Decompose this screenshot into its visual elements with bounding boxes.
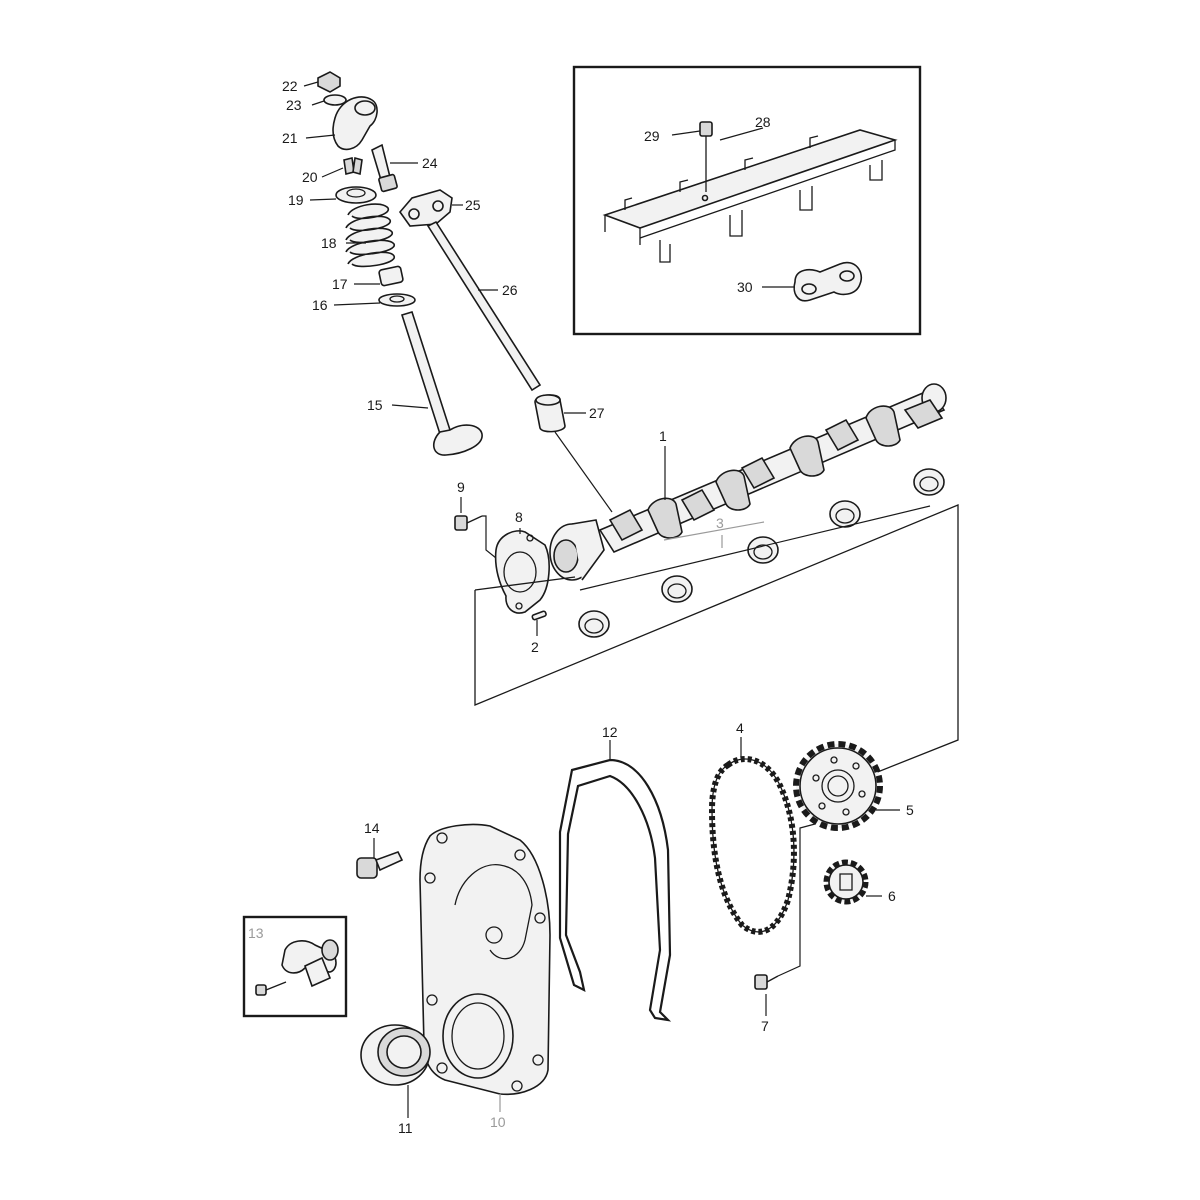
part-30-plate [762,261,862,302]
part-5-camshaft-sprocket [793,741,900,831]
bearing [829,500,861,528]
bearing [578,610,610,638]
callout-8: 8 [515,509,523,525]
part-18-valve-spring [345,203,395,268]
bearing [913,468,945,496]
callout-7: 7 [761,1018,769,1034]
callout-28: 28 [755,114,771,130]
part-4-timing-chain [708,737,797,935]
callout-17: 17 [332,276,348,292]
part-3-camshaft-bearings [578,468,945,638]
callout-27: 27 [589,405,605,421]
part-27-tappet [534,394,613,513]
callout-6: 6 [888,888,896,904]
callout-3: 3 [716,515,724,531]
callout-10: 10 [490,1114,506,1130]
part-16-spring-seat [333,293,416,307]
inset-rocker-shaft-box [572,65,922,336]
callout-26: 26 [502,282,518,298]
assembly-frame [474,576,576,591]
callout-22: 22 [282,78,298,94]
part-26-push-rod [426,220,542,392]
callout-13: 13 [248,925,264,941]
part-11-front-oil-seal [360,1024,431,1118]
callout-25: 25 [465,197,481,213]
callout-11: 11 [398,1120,413,1136]
part-21-rocker-arm [305,96,378,151]
part-1-camshaft [598,383,947,554]
part-17-valve-stem-seal [354,265,404,287]
part-10-timing-cover [419,823,551,1112]
callout-18: 18 [321,235,337,251]
bearing [747,536,779,564]
part-29-bolt [671,121,713,192]
callout-labels: 1 2 3 4 5 6 7 8 9 10 11 12 13 14 15 16 1… [248,78,914,1136]
callout-15: 15 [367,397,383,413]
camshaft-hub [549,519,605,581]
callout-30: 30 [737,279,753,295]
valve-train-assembly [303,71,613,513]
part-6-crankshaft-sprocket [823,859,882,905]
part-25-rocker-support [398,189,463,227]
assembly-frame [474,504,959,776]
part-14-bolt [356,838,404,879]
part-2-dowel-pin [531,610,547,636]
callout-29: 29 [644,128,660,144]
callout-14: 14 [364,820,380,836]
callout-21: 21 [282,130,298,146]
callout-12: 12 [602,724,618,740]
callout-4: 4 [736,720,744,736]
part-9-bolt [454,497,497,559]
part-8-thrust-plate [494,528,550,614]
callout-19: 19 [288,192,304,208]
callout-20: 20 [302,169,318,185]
callout-2: 2 [531,639,539,655]
part-22-nut [303,71,341,93]
callout-5: 5 [906,802,914,818]
callout-1: 1 [659,428,667,444]
callout-9: 9 [457,479,465,495]
part-19-spring-retainer [309,186,377,204]
part-28-rocker-shaft [602,129,898,263]
inset-sensor-box [242,915,348,1018]
part-7-bolt [754,823,816,1016]
callout-16: 16 [312,297,328,313]
part-23-washer [311,94,347,106]
part-15-valve [391,311,483,456]
part-20-valve-keepers [321,156,363,178]
part-24-adjusting-screw [371,143,418,193]
callout-23: 23 [286,97,302,113]
callout-24: 24 [422,155,438,171]
bearing [661,575,693,603]
part-13-sensor [255,939,339,996]
part-12-cover-gasket [558,740,672,1022]
